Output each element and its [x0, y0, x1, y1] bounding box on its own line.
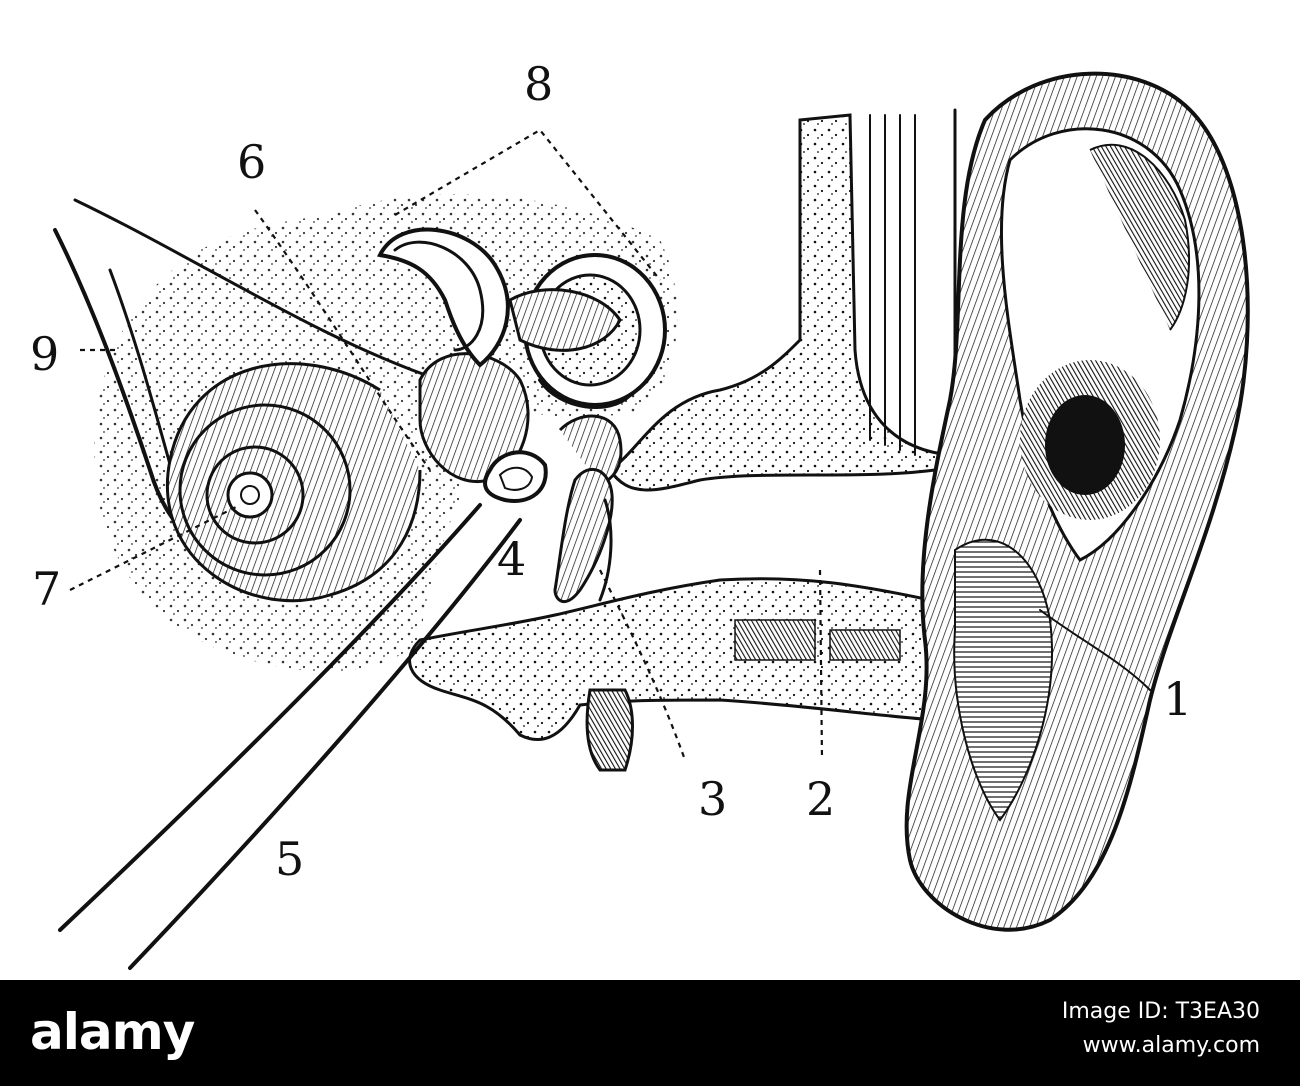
label-8: 8: [524, 57, 553, 111]
eardrum: [598, 498, 613, 602]
figure-labels: 1 2 3 4 5 6 7 8 9: [30, 57, 1192, 886]
styloid-process: [585, 688, 634, 772]
alamy-logo: alamy: [30, 1003, 195, 1061]
image-info: Image ID: T3EA30 www.alamy.com: [1062, 996, 1260, 1064]
label-2: 2: [806, 772, 835, 826]
watermark-bar: alamy Image ID: T3EA30 www.alamy.com: [0, 980, 1300, 1086]
leader-lines: [69, 128, 824, 761]
image-id: Image ID: T3EA30: [1061, 999, 1260, 1024]
ossicles: [483, 414, 623, 603]
label-6: 6: [237, 135, 266, 189]
label-5: 5: [275, 832, 304, 886]
auricle: [904, 71, 1250, 932]
ear-canal-walls: [408, 108, 957, 742]
label-4: 4: [497, 532, 526, 586]
label-1: 1: [1163, 672, 1192, 726]
label-3: 3: [698, 772, 727, 826]
ear-anatomy-illustration: 1 2 3 4 5 6 7 8 9: [30, 57, 1250, 970]
semicircular-canals: [376, 227, 667, 409]
alamy-logo-text: alamy: [30, 1003, 195, 1061]
auditory-nerve: [58, 503, 522, 970]
label-9: 9: [30, 327, 59, 381]
alamy-url: www.alamy.com: [1082, 1033, 1260, 1058]
label-7: 7: [32, 562, 61, 616]
cochlea: [166, 362, 422, 603]
